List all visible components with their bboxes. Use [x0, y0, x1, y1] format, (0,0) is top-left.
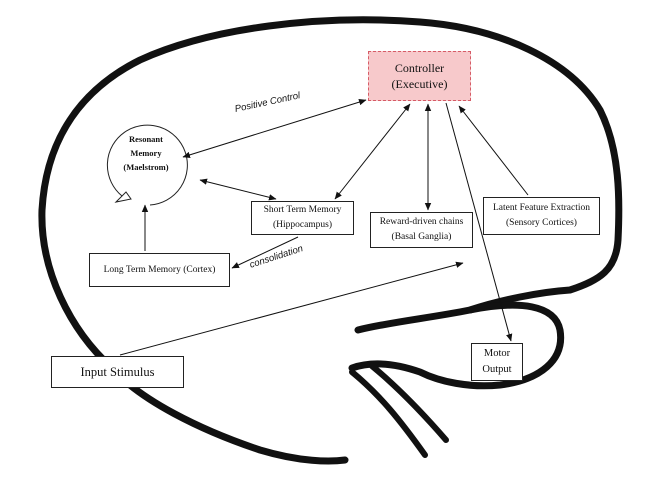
resonant-memory-pointer: [114, 191, 132, 203]
resonant-line-1: Resonant: [128, 134, 163, 144]
motor-line-2: Output: [482, 364, 512, 375]
motor-output-node: Motor Output: [471, 343, 523, 381]
stm-title: Short Term Memory: [263, 205, 342, 215]
ltm-title: Long Term Memory (Cortex): [103, 264, 216, 275]
resonant-memory-node: Resonant Memory (Maelstrom): [106, 128, 186, 178]
arrow-input-latent: [119, 261, 464, 356]
stm-subtitle: (Hippocampus): [272, 220, 333, 230]
arrow-controller-stm: [334, 103, 411, 200]
controller-subtitle: (Executive): [391, 77, 448, 91]
controller-title: Controller: [394, 61, 445, 75]
input-title: Input Stimulus: [80, 364, 155, 379]
motor-line-1: Motor: [483, 348, 511, 359]
input-stimulus-node: Input Stimulus: [51, 356, 184, 388]
latent-title: Latent Feature Extraction: [492, 203, 591, 213]
brainstem-stroke-2: [369, 363, 449, 443]
reward-chains-node: Reward-driven chains (Basal Ganglia): [370, 212, 473, 248]
arrow-controller-motor: [445, 102, 513, 342]
arrow-controller-resonant: [182, 99, 367, 158]
brainstem-stroke-1: [349, 369, 428, 458]
resonant-memory-circle: [106, 124, 188, 206]
latent-feature-node: Latent Feature Extraction (Sensory Corti…: [483, 197, 600, 235]
short-term-memory-node: Short Term Memory (Hippocampus): [251, 201, 354, 235]
brain-outline-lower: [108, 364, 349, 465]
arrow-latent-controller: [458, 105, 529, 196]
controller-node: Controller (Executive): [368, 51, 471, 101]
arrow-stm-resonant: [199, 178, 277, 201]
reward-subtitle: (Basal Ganglia): [391, 232, 452, 242]
reward-title: Reward-driven chains: [379, 217, 464, 227]
resonant-line-2: Memory: [130, 148, 162, 158]
cerebellum-outline: [348, 301, 565, 390]
brain-outline: [38, 16, 623, 372]
arrow-stm-ltm: [231, 236, 299, 269]
resonant-line-3: (Maelstrom): [123, 162, 169, 172]
latent-subtitle: (Sensory Cortices): [506, 218, 577, 228]
long-term-memory-node: Long Term Memory (Cortex): [89, 253, 230, 287]
